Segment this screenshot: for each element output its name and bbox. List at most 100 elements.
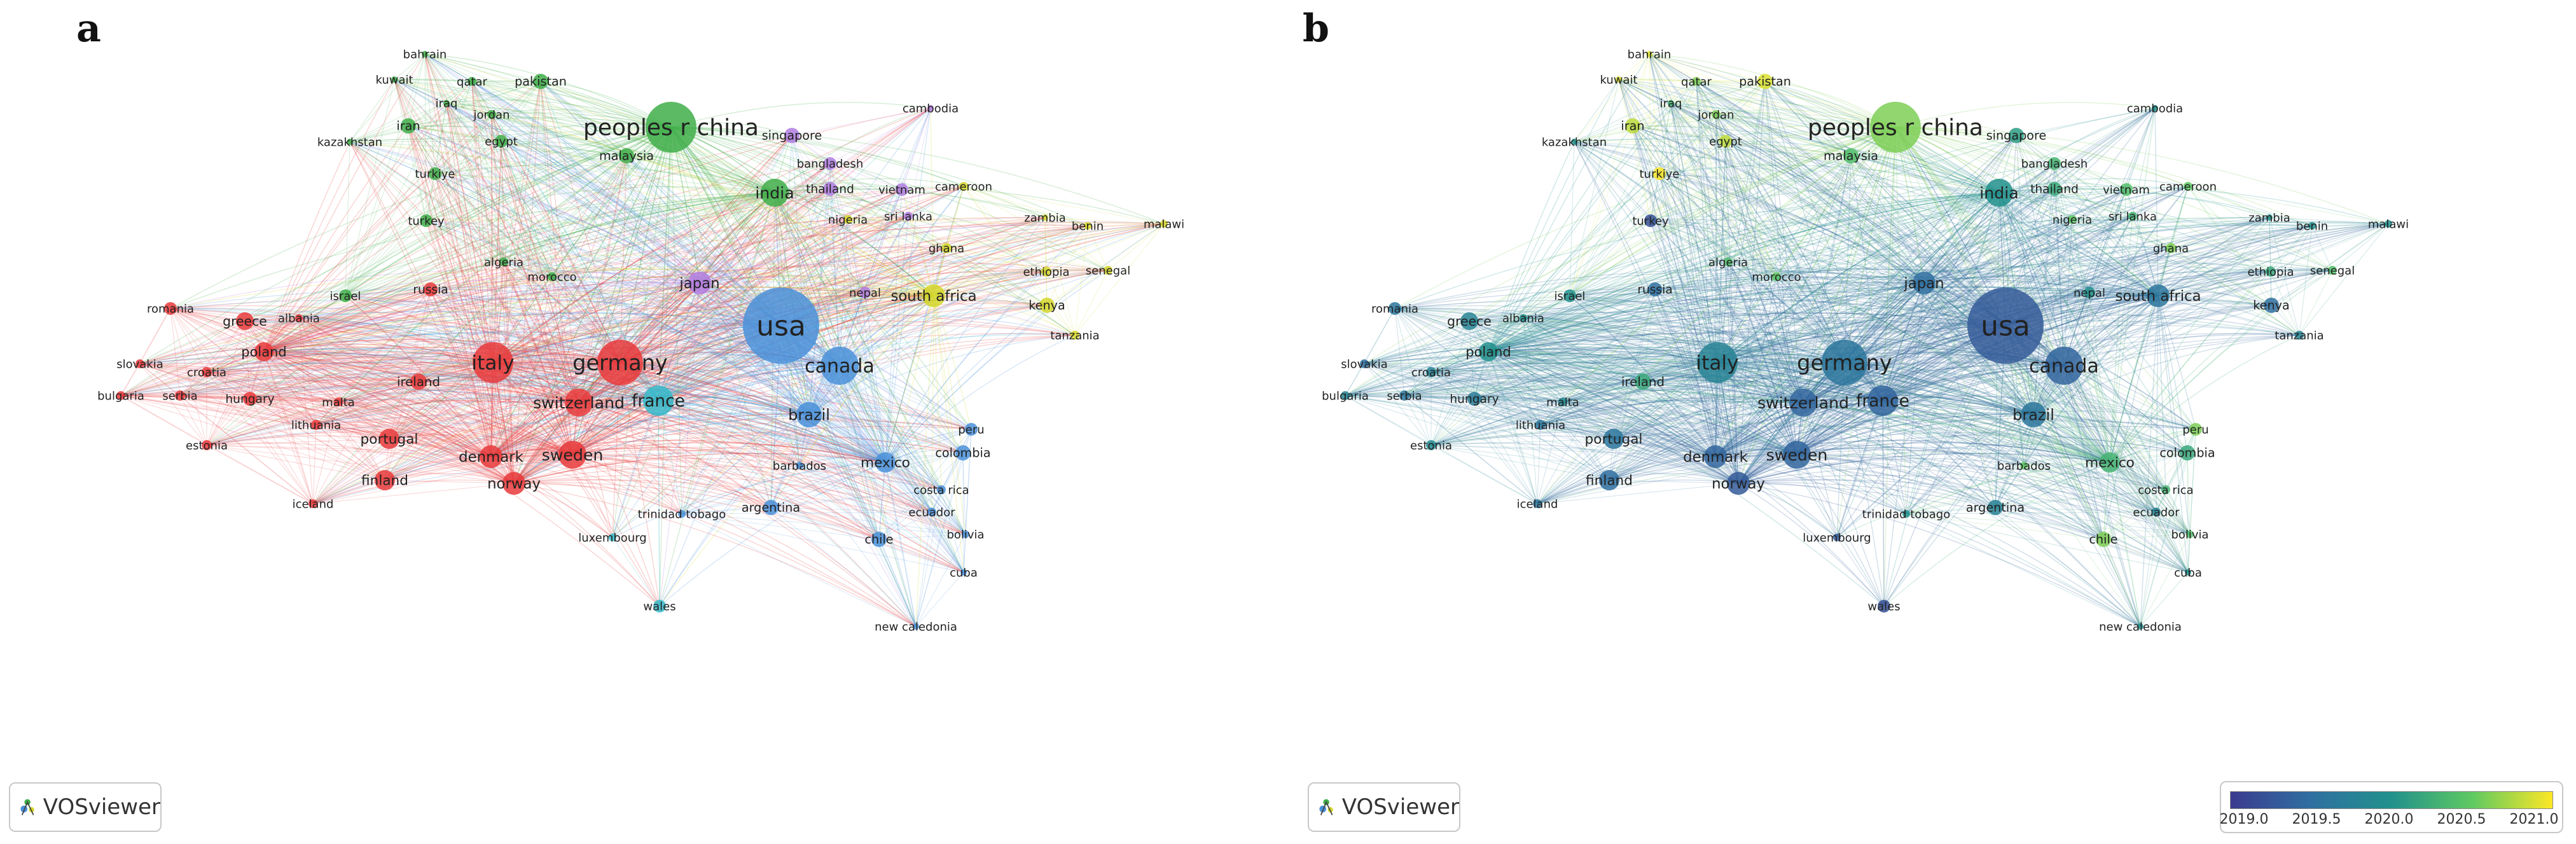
collaboration-link xyxy=(418,379,579,403)
collaboration-link xyxy=(503,261,810,415)
collaboration-link xyxy=(179,371,207,396)
collaboration-link xyxy=(389,362,494,439)
country-label: trinidad tobago xyxy=(1862,508,1950,521)
collaboration-link xyxy=(490,276,553,457)
collaboration-link xyxy=(206,435,492,457)
country-label: poland xyxy=(1465,344,1511,359)
collaboration-link xyxy=(774,192,964,573)
collaboration-link xyxy=(298,317,314,504)
collaboration-link xyxy=(808,414,886,463)
collaboration-link xyxy=(471,81,627,156)
collaboration-link xyxy=(426,220,579,403)
collaboration-link xyxy=(1364,362,1718,364)
collaboration-link xyxy=(424,53,473,82)
collaboration-link xyxy=(263,351,966,535)
collaboration-link xyxy=(1882,127,1896,401)
collaboration-link xyxy=(513,186,964,484)
country-node xyxy=(922,284,945,307)
collaboration-link xyxy=(244,321,515,484)
collaboration-link xyxy=(384,365,840,481)
collaboration-link xyxy=(915,489,942,627)
collaboration-link xyxy=(670,127,1046,218)
country-node xyxy=(927,105,934,111)
collaboration-link xyxy=(120,395,339,403)
collaboration-link xyxy=(670,127,947,249)
collaboration-link xyxy=(933,295,1048,306)
collaboration-link xyxy=(626,155,659,401)
collaboration-link xyxy=(426,141,502,221)
collaboration-link xyxy=(1650,127,1896,221)
collaboration-link xyxy=(263,350,579,403)
collaboration-link xyxy=(946,247,1109,271)
collaboration-link xyxy=(384,192,775,481)
collaboration-link xyxy=(699,224,1088,284)
collaboration-link xyxy=(847,217,1046,220)
collaboration-link xyxy=(206,321,246,446)
collaboration-link xyxy=(298,127,672,319)
collaboration-link xyxy=(933,217,1046,296)
collaboration-link xyxy=(808,189,903,415)
collaboration-link xyxy=(298,317,419,382)
country-label: turkey xyxy=(1632,214,1669,228)
collaboration-link xyxy=(829,163,866,293)
country-label: iraq xyxy=(1660,97,1682,110)
panel-b-edges xyxy=(1345,53,2389,627)
collaboration-link xyxy=(426,220,553,277)
collaboration-link xyxy=(298,317,317,425)
collaboration-link xyxy=(170,308,251,399)
collaboration-link xyxy=(808,414,917,627)
collaboration-link xyxy=(658,400,886,463)
collaboration-link xyxy=(338,401,573,455)
collaboration-link xyxy=(572,192,775,455)
collaboration-link xyxy=(139,308,171,364)
collaboration-link xyxy=(578,402,932,513)
collaboration-link xyxy=(491,114,810,415)
collaboration-link xyxy=(572,454,880,540)
collaboration-link xyxy=(263,192,775,352)
country-label: senegal xyxy=(2310,264,2355,277)
country-label: finland xyxy=(1586,473,1633,489)
vosviewer-icon xyxy=(20,799,34,815)
collaboration-link xyxy=(408,114,492,127)
collaboration-link xyxy=(1844,127,1896,363)
collaboration-link xyxy=(946,217,1046,249)
country-node xyxy=(422,51,428,57)
collaboration-link xyxy=(1046,225,1088,272)
collaboration-link xyxy=(1717,362,1739,484)
collaboration-link xyxy=(446,102,492,115)
collaboration-link xyxy=(578,402,964,573)
collaboration-link xyxy=(206,362,494,446)
country-label: iraq xyxy=(436,97,458,110)
collaboration-link xyxy=(933,225,1088,296)
collaboration-link xyxy=(572,434,964,455)
collaboration-link xyxy=(408,125,494,363)
collaboration-link xyxy=(345,295,494,363)
collaboration-link xyxy=(384,362,494,481)
collaboration-link xyxy=(670,127,886,463)
collaboration-link xyxy=(829,163,909,217)
collaboration-link xyxy=(513,483,964,573)
collaboration-link xyxy=(513,270,1109,484)
collaboration-link xyxy=(206,371,317,425)
collaboration-link xyxy=(338,325,782,403)
collaboration-link xyxy=(244,321,492,457)
collaboration-link xyxy=(620,303,1048,363)
country-label: morocco xyxy=(527,270,576,284)
collaboration-link xyxy=(1488,312,2006,352)
collaboration-link xyxy=(426,155,627,221)
collaboration-link xyxy=(681,429,972,515)
collaboration-link xyxy=(345,127,672,296)
collaboration-link xyxy=(315,362,621,425)
collaboration-link xyxy=(670,127,772,508)
collaboration-link xyxy=(885,462,917,627)
collaboration-link xyxy=(120,351,265,396)
collaboration-link xyxy=(179,394,573,455)
collaboration-link xyxy=(839,365,966,535)
collaboration-link xyxy=(170,308,579,403)
collaboration-link xyxy=(808,335,1076,415)
collaboration-link xyxy=(492,81,541,363)
collaboration-link xyxy=(513,135,793,484)
country-label: france xyxy=(1856,391,1909,411)
collaboration-link xyxy=(263,286,934,352)
country-label: romania xyxy=(147,302,194,315)
